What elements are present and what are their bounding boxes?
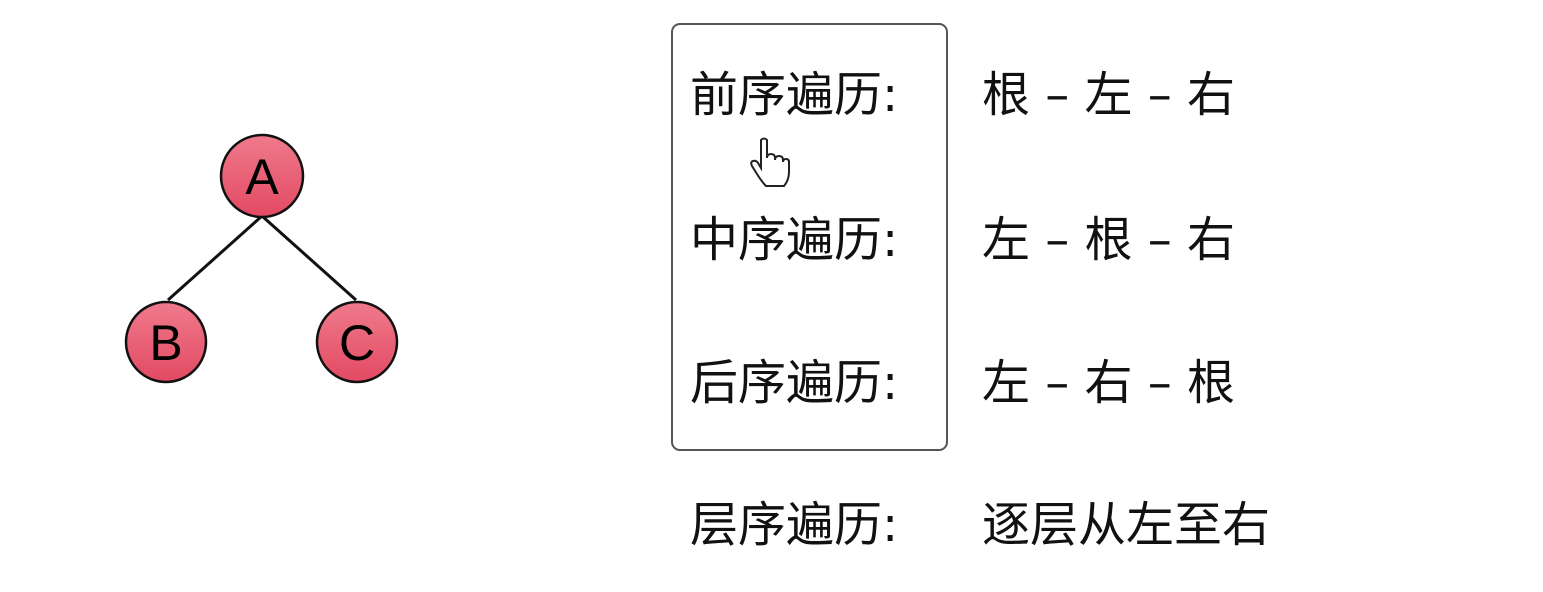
levelorder-label: 层序遍历: bbox=[690, 497, 899, 553]
levelorder-order: 逐层从左至右 bbox=[982, 497, 1271, 553]
node-c: C bbox=[315, 300, 399, 384]
inorder-order: 左 – 根 – 右 bbox=[982, 212, 1236, 268]
node-label: C bbox=[339, 315, 375, 371]
node-label: B bbox=[149, 315, 182, 371]
edge-a-b bbox=[167, 214, 263, 302]
node-a: A bbox=[219, 133, 305, 219]
node-label: A bbox=[245, 149, 279, 205]
binary-tree: A B C bbox=[124, 133, 399, 384]
inorder-label: 中序遍历: bbox=[690, 212, 899, 268]
dfs-traversal-box bbox=[671, 23, 948, 451]
preorder-label: 前序遍历: bbox=[690, 67, 899, 123]
preorder-order: 根 – 左 – 右 bbox=[982, 67, 1236, 123]
postorder-order: 左 – 右 – 根 bbox=[982, 355, 1236, 411]
edge-a-c bbox=[261, 214, 357, 302]
postorder-label: 后序遍历: bbox=[690, 355, 899, 411]
node-b: B bbox=[124, 300, 208, 384]
hand-pointer-cursor-icon bbox=[750, 137, 790, 187]
